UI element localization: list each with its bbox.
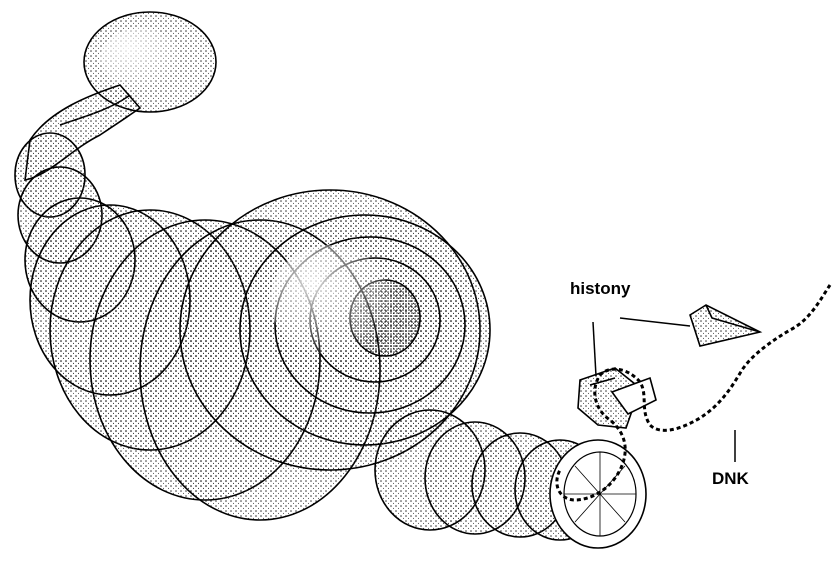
- histones-leader-2: [593, 322, 596, 376]
- histone-octamer: [578, 368, 656, 428]
- condensed-chromatin-coil: [15, 12, 646, 548]
- histones-leader: [620, 318, 690, 326]
- dna-label: DNK: [712, 469, 750, 488]
- detached-histone-fragment: [690, 305, 760, 346]
- histones-label: histony: [570, 279, 631, 298]
